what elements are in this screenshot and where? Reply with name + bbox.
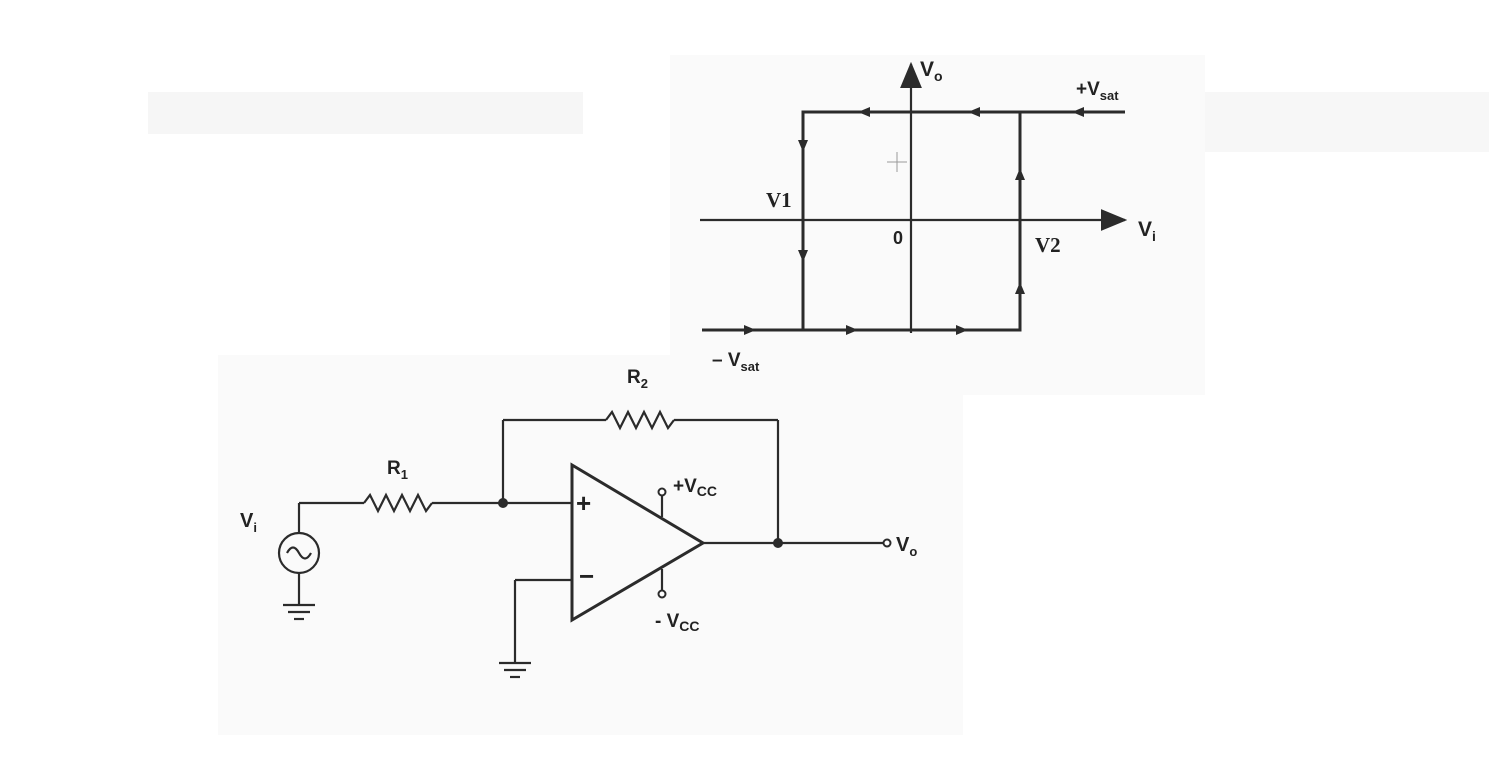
op-amp-triangle [570,462,706,623]
circuit-panel [218,355,963,735]
vout-label: Vo [896,534,917,559]
arrow-right-up-2 [1015,168,1025,180]
arrow-bottom-1 [744,325,756,335]
schmitt-circuit: R2 R1 Vi Vo + − +VCC - VCC [240,367,917,679]
arrow-bottom-3 [956,325,968,335]
faint-band-left [148,92,583,134]
arrow-bottom-2 [846,325,858,335]
origin-label: 0 [893,228,903,248]
plus-input-label: + [576,488,591,518]
vin-label: Vi [240,510,257,535]
r2-label: R2 [627,367,648,391]
source-ground-symbol [283,603,315,621]
v1-label: V1 [766,188,792,212]
vcc-pos-terminal [657,487,667,497]
arrow-left-down-1 [798,140,808,152]
neg-sat-label: – Vsat [712,350,760,374]
vcc-neg-terminal [657,589,667,599]
vcc-neg-label: - VCC [655,611,700,634]
output-node-dot [773,538,783,548]
arrow-top-right [1072,107,1084,117]
faint-band-right [1205,92,1489,152]
crosshair-cursor [887,152,907,172]
vi-axis-label: Vi [1138,218,1156,244]
output-terminal [882,538,892,548]
r1-label: R1 [387,458,408,482]
minus-input-label: − [579,561,594,591]
arrow-top-left [858,107,870,117]
ac-source-wave [286,546,312,560]
v2-label: V2 [1035,233,1061,257]
vcc-pos-label: +VCC [673,476,717,499]
pos-sat-label: +Vsat [1076,79,1119,103]
minus-ground-symbol [499,661,531,679]
arrow-left-down-2 [798,250,808,262]
arrow-right-up-1 [1015,282,1025,294]
direction-arrows [744,107,1084,335]
arrow-top-mid [968,107,980,117]
r1-resistor [363,492,433,514]
r2-resistor [605,409,675,431]
vo-axis-label: Vo [920,58,943,84]
hysteresis-graph: Vo Vi 0 V1 V2 +Vsat – Vsat [700,58,1156,374]
